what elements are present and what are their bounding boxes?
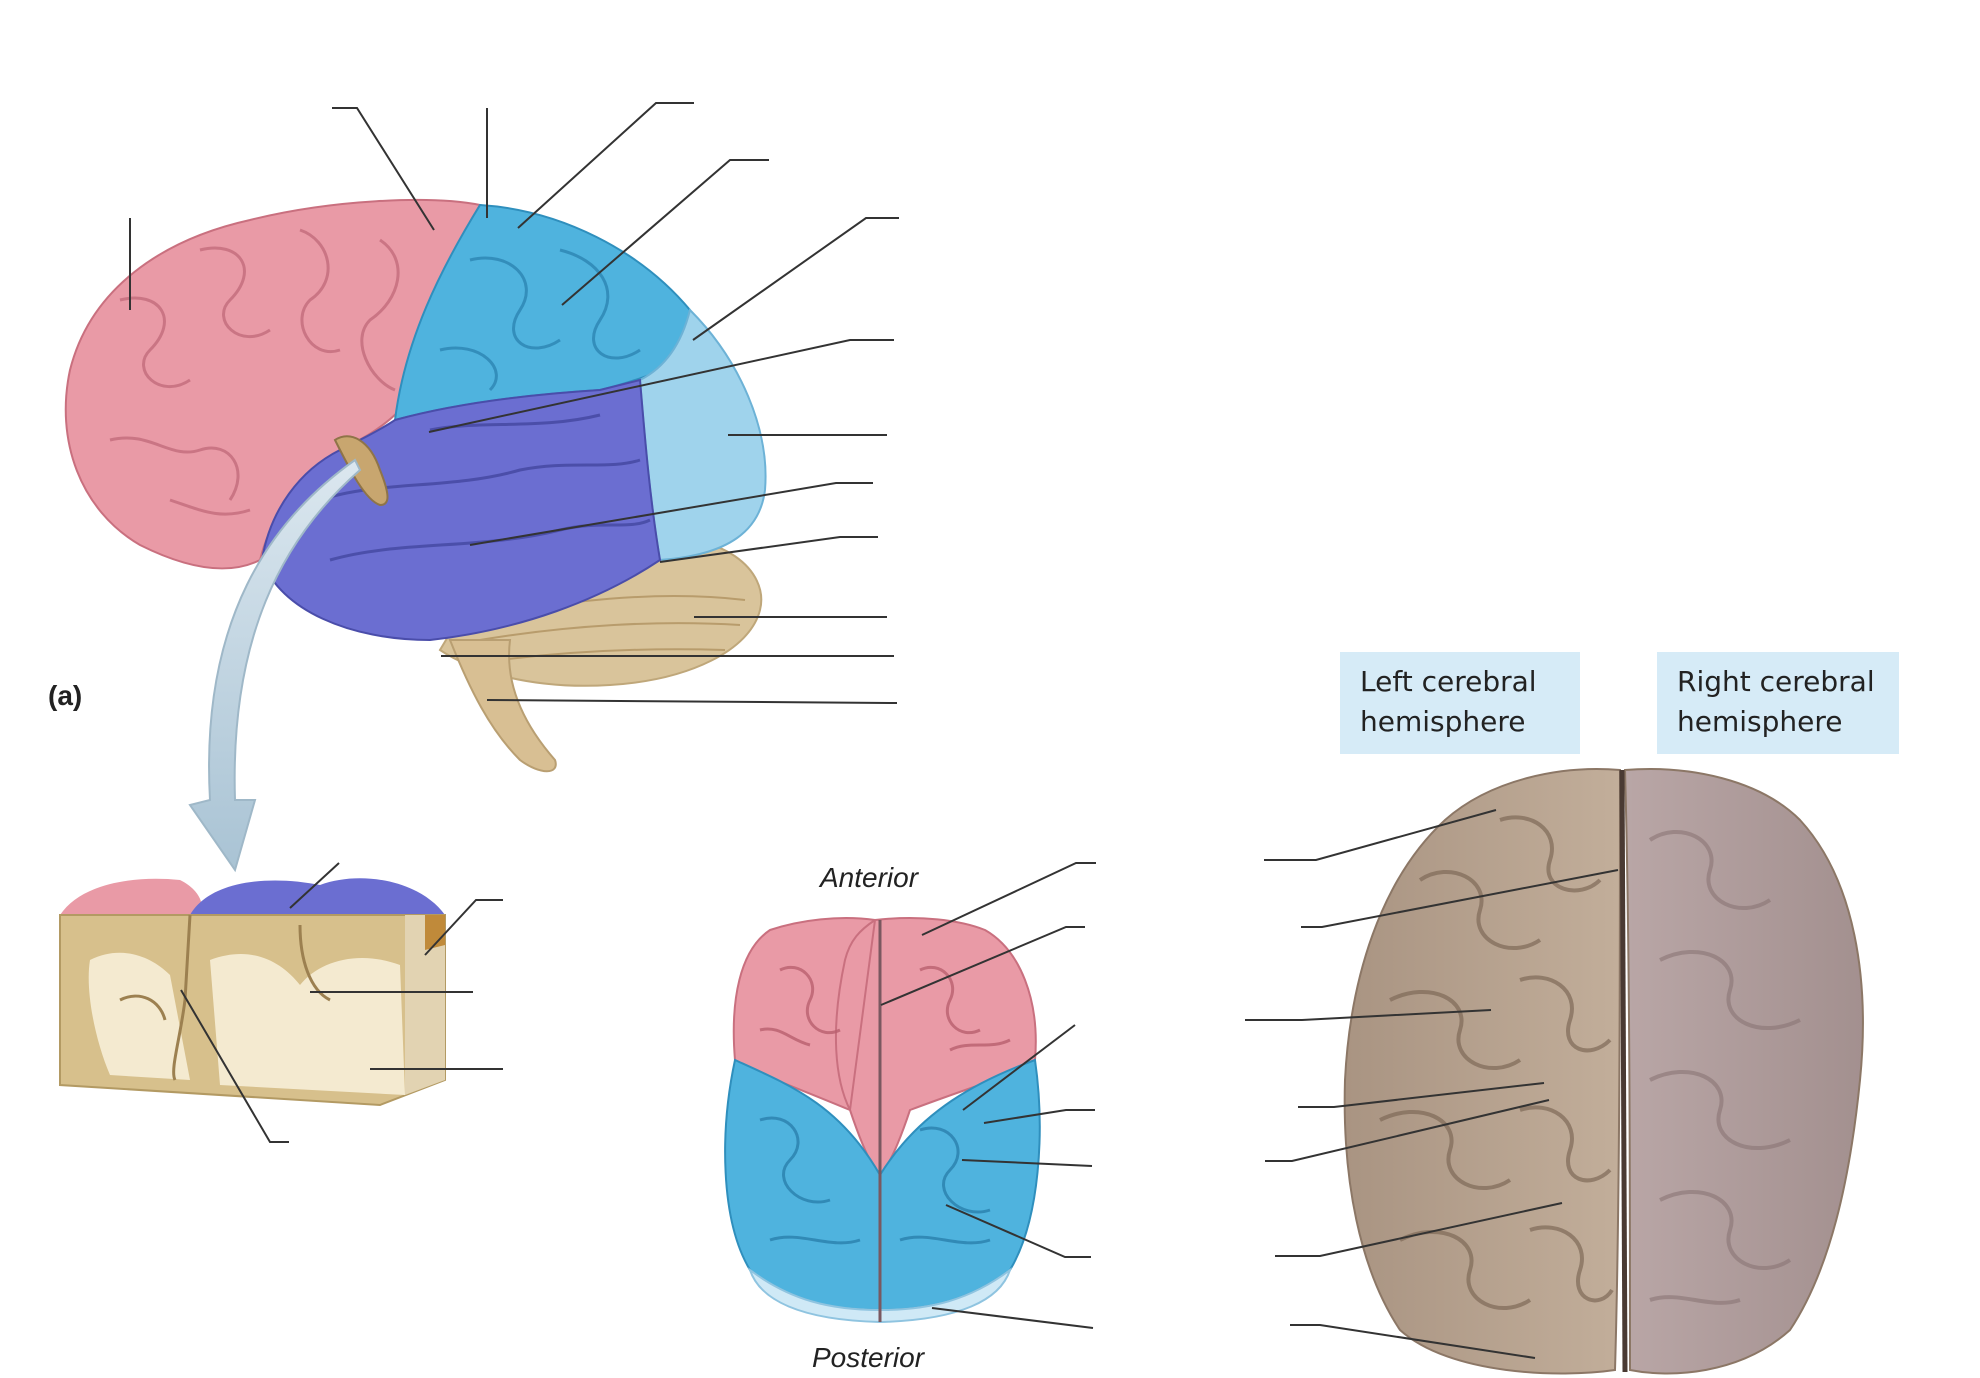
insula-stub <box>333 435 389 507</box>
leader-line <box>1275 1202 1563 1257</box>
leader-line <box>469 482 873 546</box>
left-hemisphere-gyri <box>1379 815 1614 1311</box>
superior-brain-view <box>724 917 1041 1324</box>
panel-label: (a) <box>48 680 83 711</box>
occipital-lobe <box>638 308 767 562</box>
left-hemisphere-label: Left cerebral hemisphere <box>1340 652 1580 754</box>
lateral-brain-view <box>64 199 767 873</box>
frontal-gyri <box>109 228 400 516</box>
leader-line <box>880 926 1085 1006</box>
parietal-gyri <box>439 248 641 392</box>
leader-line <box>517 102 694 229</box>
leader-lines <box>129 102 1619 1359</box>
leader-line <box>428 339 894 433</box>
leader-line <box>931 1307 1094 1329</box>
magnify-arrow <box>188 458 362 873</box>
leader-line <box>921 862 1096 936</box>
leader-line <box>945 1204 1091 1258</box>
leader-line <box>1265 1099 1550 1162</box>
right-hemisphere-photo <box>1623 768 1864 1375</box>
posterior-label: Posterior <box>812 1342 925 1373</box>
leader-line <box>561 159 769 306</box>
leader-line <box>1290 1324 1536 1359</box>
leader-line <box>289 862 340 909</box>
block-white-matter <box>88 952 406 1095</box>
leader-line <box>961 1159 1093 1167</box>
leader-line <box>659 536 878 563</box>
leader-line <box>486 699 898 704</box>
block-sulci <box>119 914 331 1081</box>
brainstem <box>448 639 557 773</box>
block-top-surface <box>60 878 202 915</box>
real-brain-superior-view <box>1343 768 1864 1375</box>
leader-line <box>1245 1009 1492 1021</box>
right-hemisphere-gyri <box>1648 829 1801 1305</box>
leader-line <box>962 1024 1076 1111</box>
cortex-section-block <box>59 878 446 1107</box>
leader-line <box>424 899 503 956</box>
superior-gyri <box>759 965 1011 1052</box>
block-side-face <box>405 915 445 1095</box>
block-cortex-edge <box>425 915 445 950</box>
longitudinal-fissure <box>1619 769 1628 1373</box>
leader-line <box>692 217 899 341</box>
leader-line <box>332 107 435 231</box>
leader-line <box>1264 809 1497 861</box>
block-top-surface-temporal <box>190 878 445 915</box>
leader-line <box>1298 1082 1545 1108</box>
right-hemisphere-label: Right cerebral hemisphere <box>1657 652 1899 754</box>
anterior-label: Anterior <box>820 862 919 893</box>
leader-line <box>180 989 289 1143</box>
leader-line <box>983 1109 1095 1124</box>
leader-line <box>1301 869 1619 928</box>
left-hemisphere-photo <box>1343 768 1622 1375</box>
superior-parietal-gyri <box>759 1116 991 1245</box>
